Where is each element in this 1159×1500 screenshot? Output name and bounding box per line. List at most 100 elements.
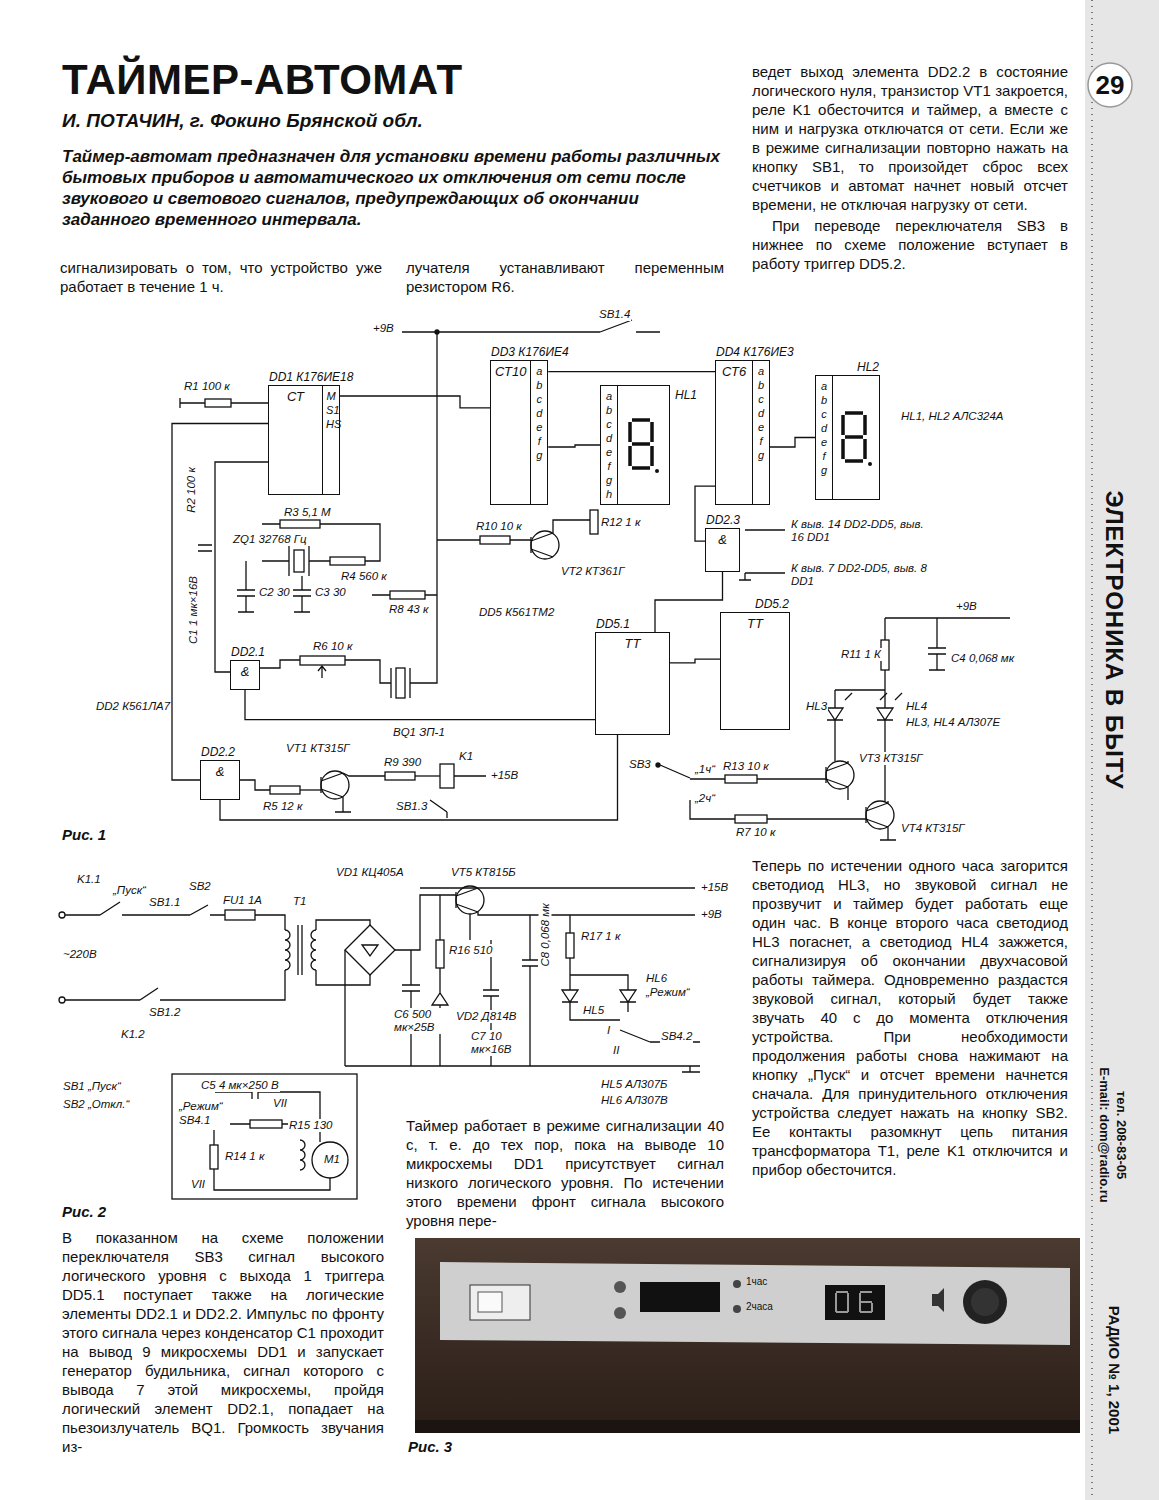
display-segment	[845, 459, 863, 463]
component-label: HL6 АЛ307В	[600, 1094, 669, 1107]
component-label: „Режим“	[178, 1100, 224, 1113]
schematic-wiring	[294, 550, 304, 572]
part-designator: HL1	[674, 388, 698, 402]
part-designator: DD3 К176ИЕ4	[490, 345, 570, 359]
schematic-wiring	[437, 539, 531, 540]
component-label: R11 1 К	[840, 648, 882, 661]
component-label: C6 500 мк×25В	[393, 1008, 451, 1034]
component-label: SB4.1	[178, 1114, 211, 1127]
component-label: K1	[458, 750, 474, 763]
component-label: VT5 КТ815Б	[450, 866, 517, 879]
device-photo	[836, 1292, 872, 1312]
schematic-wiring	[735, 815, 767, 823]
contact-line: E-mail: dom@radio.ru	[1097, 1067, 1112, 1202]
component-label: K1.1	[76, 873, 102, 886]
schematic-wiring	[415, 775, 440, 776]
component-label: HL3, HL4 АЛ307Е	[905, 716, 1001, 729]
wire	[172, 424, 268, 781]
component-label: K1.2	[120, 1028, 146, 1041]
power-supply-wiring	[59, 912, 65, 918]
power-supply-wiring	[285, 930, 290, 970]
issue-line: РАДИО № 1, 2001	[1106, 1306, 1123, 1434]
power-supply-wiring	[215, 1085, 320, 1142]
article-paragraph: При переводе переключателя SB3 в нижнее …	[752, 216, 1068, 273]
component-label: R12 1 к	[600, 516, 641, 529]
component-label: DD5 К561ТМ2	[478, 606, 555, 619]
component-label: BQ1 ЗП-1	[392, 726, 446, 739]
seven-segment-digit	[833, 376, 879, 499]
pin-names: a b c d e f g	[816, 376, 833, 499]
component-label: SB1.4	[598, 308, 631, 321]
power-supply-wiring	[345, 1066, 700, 1072]
sidebar-strip	[1091, 0, 1093, 1500]
component-label: VII	[272, 1097, 288, 1110]
article-paragraph: сигнализировать о том, что устройство уж…	[60, 258, 382, 296]
schematic-wiring	[826, 761, 854, 789]
figure-caption: Рис. 1	[62, 826, 106, 843]
section-heading: ЭЛЕКТРОНИКА В БЫТУ	[1100, 491, 1128, 790]
component-label: ZQ1 32768 Гц	[232, 533, 308, 546]
panel-marking: 2часа	[745, 1301, 774, 1312]
component-label: VD2 Д814В	[455, 1010, 518, 1023]
sidebar-strip	[1088, 63, 1132, 107]
display-dot	[868, 462, 872, 466]
figure-caption: Рис. 3	[408, 1438, 452, 1455]
component-label: „Режим“	[645, 986, 691, 999]
schematic-wiring	[436, 332, 437, 600]
sidebar-strip	[1085, 0, 1159, 1500]
component-label: R4 560 к	[340, 570, 388, 583]
schematic-wiring	[480, 536, 510, 544]
component-label: R2 100 к	[185, 466, 198, 514]
power-supply-wiring	[312, 1142, 348, 1178]
schematic-wiring	[205, 399, 231, 407]
display-segment	[632, 442, 650, 446]
schematic-wiring	[826, 761, 848, 800]
component-label: R13 10 к	[722, 760, 770, 773]
wire	[548, 371, 715, 372]
component-label: HL5 АЛ307Б	[600, 1078, 669, 1091]
component-label: „1ч“	[694, 763, 716, 776]
pin-names: a b c d e f g	[530, 361, 547, 504]
wire	[215, 462, 268, 672]
display-segment	[651, 446, 655, 466]
function-symbol: СТ10	[491, 361, 530, 504]
wire	[548, 445, 600, 447]
component-label: SB1.3	[395, 800, 428, 813]
schematic-wiring	[827, 708, 893, 720]
article-paragraph: Теперь по истечении одного часа загоритс…	[752, 856, 1068, 1179]
power-supply-wiring	[456, 888, 695, 940]
display-segment	[841, 415, 845, 435]
device-photo	[415, 1238, 1080, 1433]
part-designator: HL2	[856, 360, 880, 374]
nand-gate: DD2.3&	[705, 528, 740, 572]
component-label: HL6	[645, 972, 668, 985]
panel-marking: 1час	[745, 1276, 768, 1287]
device-photo	[478, 1292, 502, 1312]
wire	[340, 396, 490, 408]
part-designator: DD4 К176ИЕ3	[715, 345, 795, 359]
component-label: SB1 „Пуск“	[62, 1080, 122, 1093]
schematic-wiring	[198, 545, 212, 551]
component-label: SB2	[188, 880, 212, 893]
schematic-wiring	[767, 818, 866, 819]
component-label: HL5	[582, 1004, 605, 1017]
function-symbol: &	[231, 661, 259, 689]
schematic-wiring	[531, 520, 590, 557]
component-label: SB3	[628, 758, 652, 771]
schematic-wiring	[262, 546, 330, 576]
schematic-wiring	[881, 640, 889, 670]
component-label: +9В	[372, 322, 395, 335]
component-label: R10 10 к	[475, 520, 523, 533]
component-label: M1	[323, 1153, 341, 1166]
component-label: К выв. 14 DD2-DD5, выв. 16 DD1	[790, 518, 932, 544]
schematic-wiring	[402, 320, 660, 332]
power-supply-wiring	[562, 990, 636, 1002]
device-photo	[614, 1281, 626, 1293]
component-label: HL1, HL2 АЛС324А	[900, 410, 1005, 423]
power-supply-wiring	[65, 902, 225, 915]
component-label: HL3	[805, 700, 828, 713]
component-label: ~220В	[62, 948, 98, 961]
schematic-wiring	[866, 801, 896, 840]
power-supply-wiring	[65, 970, 285, 1000]
component-label: „Пуск“	[112, 884, 147, 897]
